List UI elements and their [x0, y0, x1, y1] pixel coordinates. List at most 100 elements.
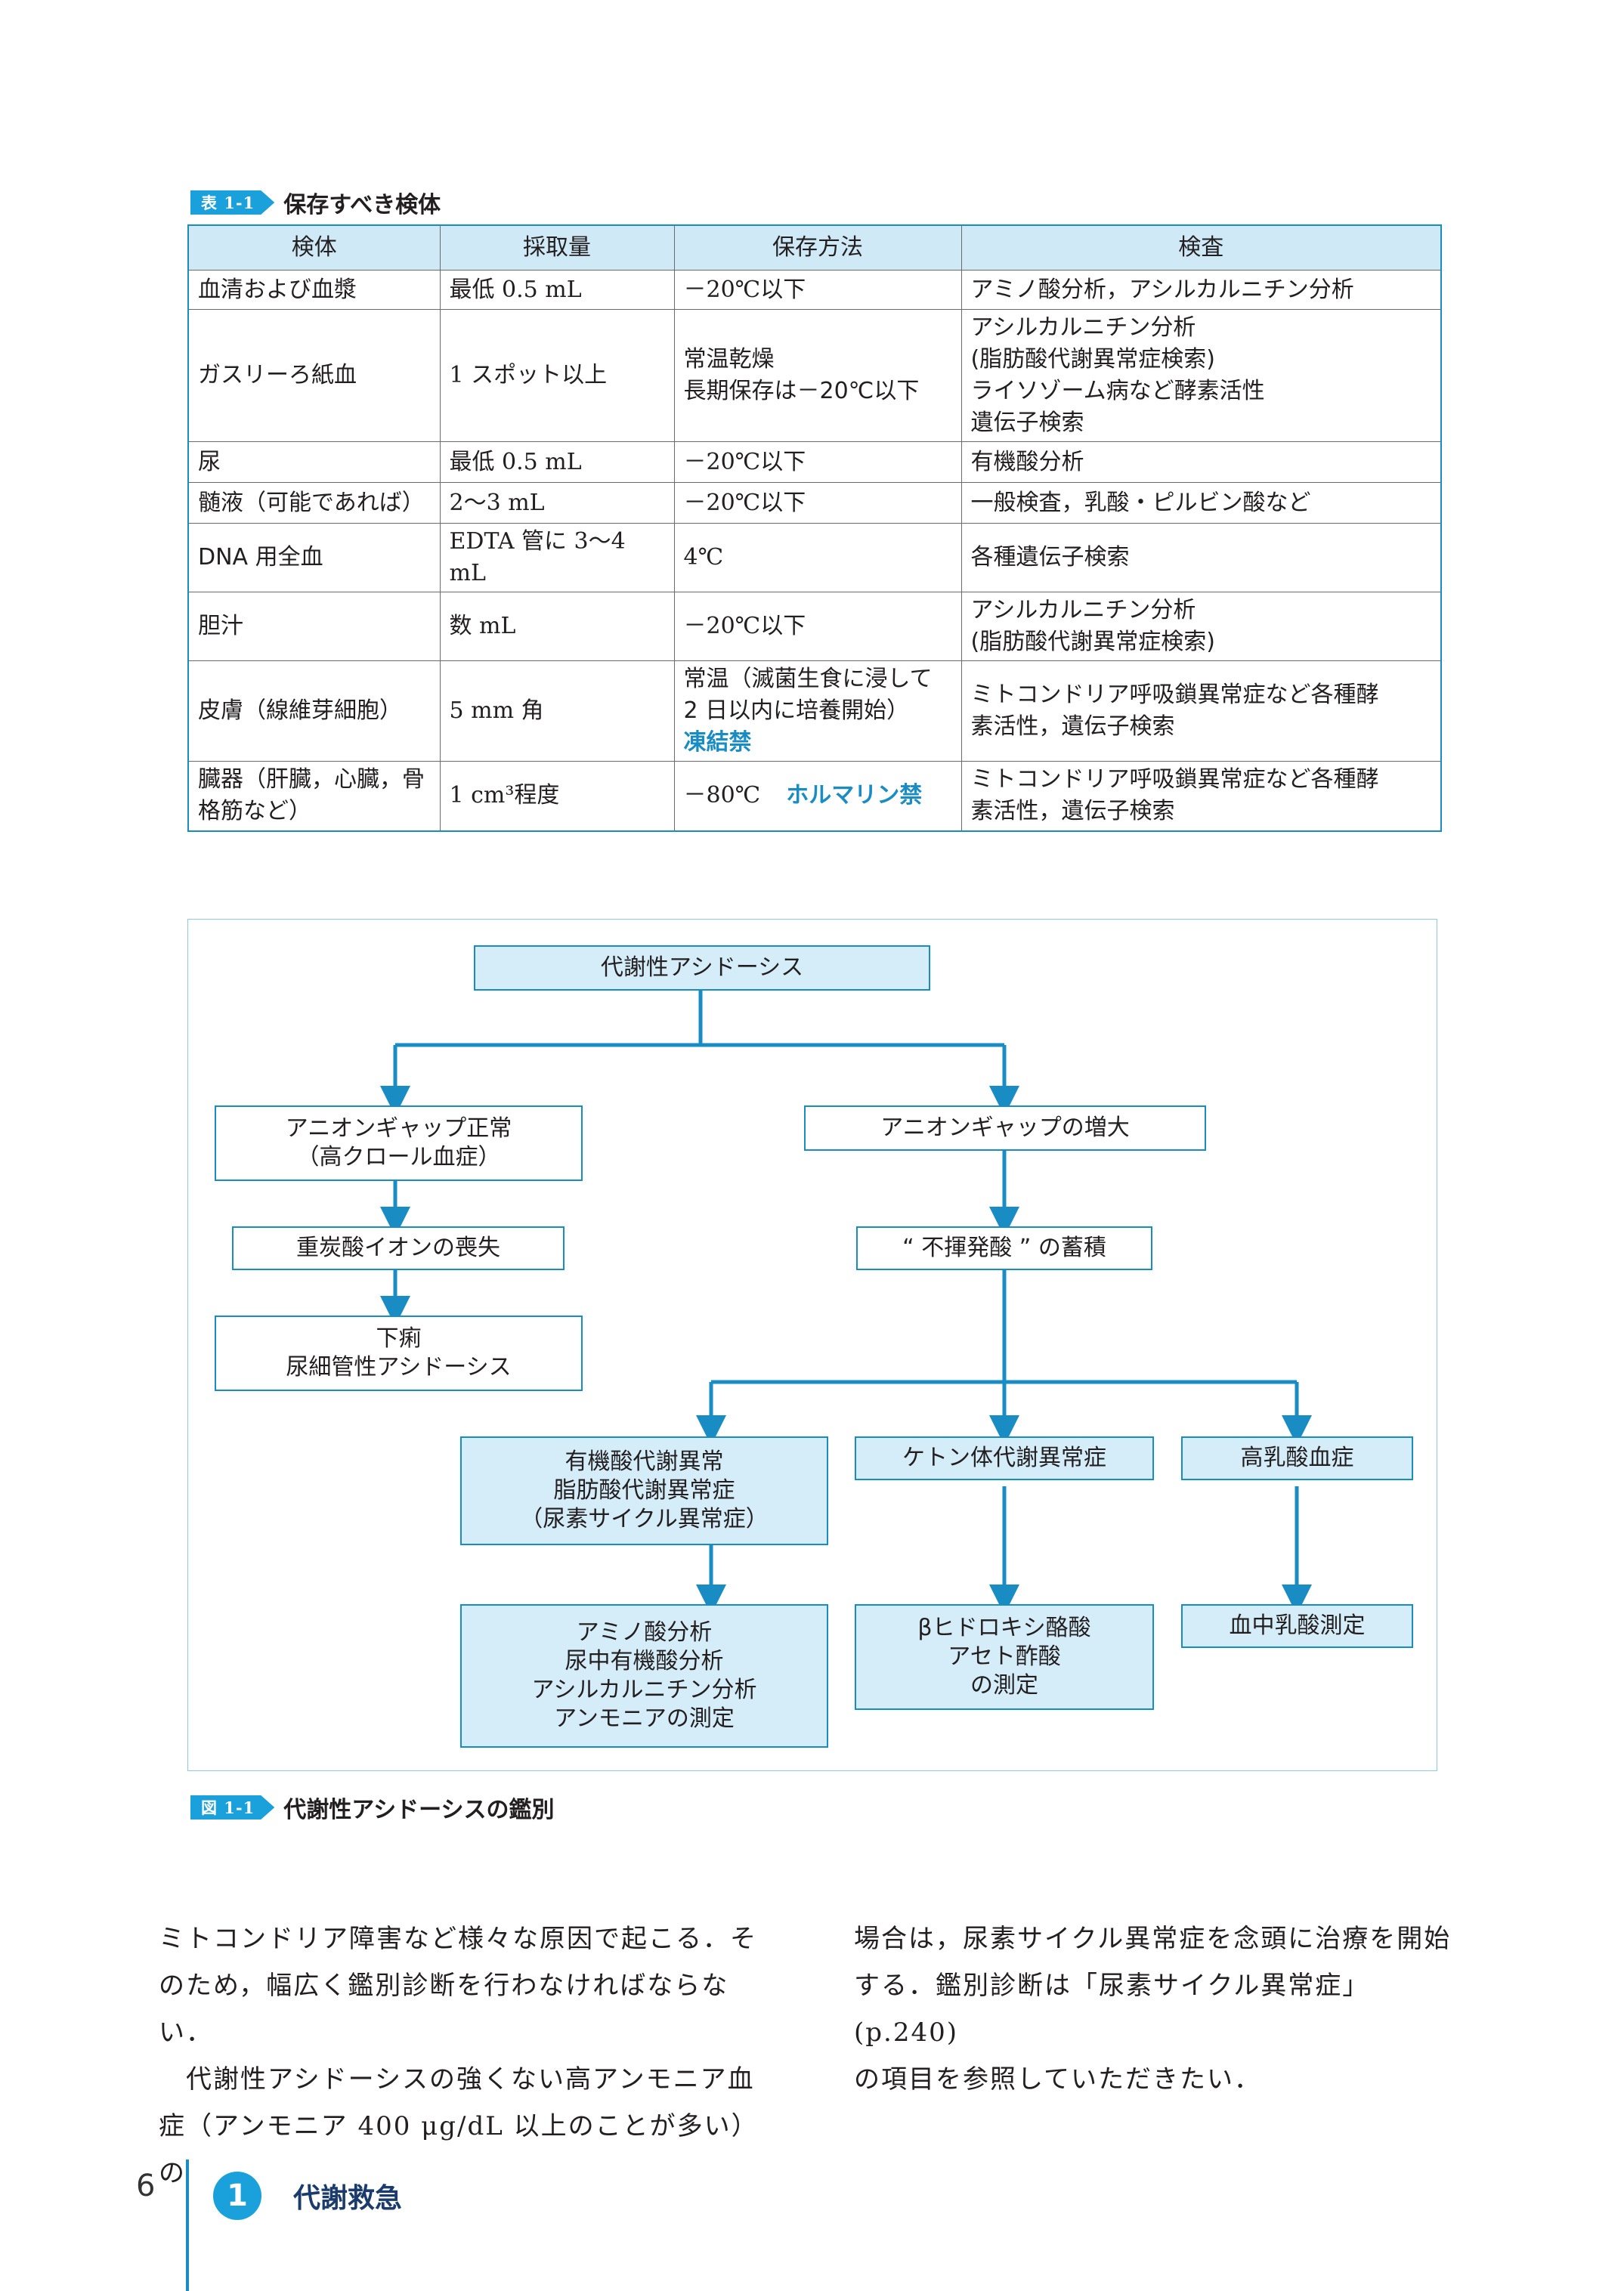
header-amount: 採取量 — [439, 224, 675, 271]
cell-line: 尿 — [198, 448, 221, 475]
cell-line: 遺伝子検索 — [970, 410, 1084, 436]
table-row: DNA 用全血 EDTA 管に 3〜4 mL 4℃ 各種遺伝子検索 — [187, 523, 1442, 592]
cell-line: －20℃以下 — [683, 448, 806, 475]
cell-test: 各種遺伝子検索 — [960, 523, 1442, 592]
node-line: の測定 — [970, 1672, 1038, 1699]
node-line: 高乳酸血症 — [1240, 1445, 1354, 1471]
figure-title: 代謝性アシドーシスの鑑別 — [283, 1797, 555, 1823]
node-ketone-body: ケトン体代謝異常症 — [855, 1436, 1154, 1480]
cell-line: ガスリーろ紙血 — [198, 362, 357, 388]
table-header-row: 検体 採取量 保存方法 検査 — [187, 224, 1442, 271]
node-line: 血中乳酸測定 — [1229, 1612, 1366, 1639]
cell-specimen: ガスリーろ紙血 — [187, 309, 441, 442]
node-lactate-test: 血中乳酸測定 — [1181, 1604, 1413, 1648]
node-diarrhea-rta: 下痢尿細管性アシドーシス — [215, 1316, 583, 1391]
node-line: 代謝性アシドーシス — [600, 954, 804, 981]
body-line: 代謝性アシドーシスの強くない高アンモニア血 — [159, 2064, 755, 2095]
footer-rule — [186, 2160, 189, 2291]
node-line: 下痢 — [376, 1325, 422, 1352]
cell-line: 有機酸分析 — [970, 448, 1084, 475]
cell-line: ミトコンドリア呼吸鎖異常症など各種酵 — [970, 766, 1379, 793]
storage-warning: ホルマリン禁 — [786, 782, 923, 809]
body-line: 症（アンモニア 400 μg/dL 以上のことが多い）の — [159, 2111, 759, 2188]
cell-specimen: DNA 用全血 — [187, 523, 441, 592]
body-line: ミトコンドリア障害など様々な原因で起こる．そ — [159, 1924, 757, 1954]
storage-warning: 凍結禁 — [683, 729, 752, 756]
table-row: 血清および血漿 最低 0.5 mL －20℃以下 アミノ酸分析，アシルカルニチン分析 — [187, 270, 1442, 310]
body-line: する．鑑別診断は「尿素サイクル異常症」(p.240) — [854, 1971, 1370, 2048]
cell-test: アシルカルニチン分析(脂肪酸代謝異常症検索)ライソゾーム病など酵素活性遺伝子検索 — [960, 309, 1442, 442]
cell-storage: －20℃以下 — [673, 270, 962, 310]
table-row: 尿最低 0.5 mL－20℃以下有機酸分析 — [187, 441, 1442, 483]
node-line: βヒドロキシ酪酸 — [917, 1615, 1091, 1641]
node-line: 脂肪酸代謝異常症 — [553, 1477, 735, 1504]
node-line: “ 不揮発酸 ” の蓄積 — [902, 1235, 1106, 1261]
header-storage: 保存方法 — [673, 224, 962, 271]
cell-test: 一般検査，乳酸・ピルビン酸など — [960, 482, 1442, 524]
table-row: 皮膚（線維芽細胞） 5 mm 角 常温（滅菌生食に浸して 2 日以内に培養開始） 凍結禁… — [187, 660, 1442, 762]
figure-caption: 図 1-1 代謝性アシドーシスの鑑別 — [190, 1791, 554, 1824]
body-right-column: 場合は，尿素サイクル異常症を念頭に治療を開始する．鑑別診断は「尿素サイクル異常症… — [854, 1915, 1474, 2103]
cell-line: 血清および血漿 — [198, 276, 357, 303]
cell-line: 最低 0.5 mL — [449, 276, 582, 303]
node-line: （高クロール血症） — [296, 1144, 501, 1170]
cell-amount: 1 スポット以上 — [439, 309, 675, 442]
cell-line: 一般検査，乳酸・ピルビン酸など — [970, 489, 1311, 516]
cell-storage: 常温乾燥長期保存は－20℃以下 — [673, 309, 962, 442]
node-nonvolatile-acid: “ 不揮発酸 ” の蓄積 — [856, 1226, 1152, 1270]
table-title: 保存すべき検体 — [283, 192, 441, 218]
node-line: アンモニアの測定 — [554, 1705, 735, 1732]
cell-line: －80℃ — [683, 782, 761, 809]
node-line: アセト酢酸 — [948, 1643, 1061, 1670]
cell-line: 素活性，遺伝子検索 — [970, 798, 1175, 825]
node-bicarbonate-loss: 重炭酸イオンの喪失 — [232, 1226, 565, 1270]
node-line: アミノ酸分析 — [576, 1619, 713, 1646]
node-line: 尿中有機酸分析 — [565, 1648, 724, 1674]
cell-line: 4℃ — [683, 544, 724, 570]
cell-line: －20℃以下 — [683, 489, 806, 516]
node-line: 重炭酸イオンの喪失 — [296, 1235, 500, 1261]
cell-storage: －80℃ ホルマリン禁 — [673, 761, 962, 831]
cell-line: (脂肪酸代謝異常症検索) — [970, 629, 1215, 655]
node-line: （尿素サイクル異常症） — [520, 1506, 769, 1532]
cell-line: アシルカルニチン分析 — [970, 597, 1196, 623]
cell-line: ミトコンドリア呼吸鎖異常症など各種酵 — [970, 682, 1379, 708]
node-anion-gap-normal: アニオンギャップ正常（高クロール血症） — [215, 1105, 583, 1181]
cell-line: DNA 用全血 — [198, 544, 323, 570]
node-line: ケトン体代謝異常症 — [902, 1445, 1106, 1471]
cell-test: アミノ酸分析，アシルカルニチン分析 — [960, 270, 1442, 310]
cell-line: 素活性，遺伝子検索 — [970, 713, 1175, 740]
cell-line: (脂肪酸代謝異常症検索) — [970, 346, 1215, 373]
cell-line: 長期保存は－20℃以下 — [683, 378, 920, 404]
cell-specimen: 皮膚（線維芽細胞） — [187, 660, 441, 762]
cell-specimen: 胆汁 — [187, 592, 441, 661]
node-organic-tests: アミノ酸分析尿中有機酸分析アシルカルニチン分析アンモニアの測定 — [460, 1604, 828, 1748]
table-label: 表 1-1 — [190, 190, 274, 215]
table-row: 髄液（可能であれば）2〜3 mL－20℃以下一般検査，乳酸・ピルビン酸など — [187, 482, 1442, 524]
cell-line: 5 mm 角 — [449, 697, 544, 724]
cell-line: 各種遺伝子検索 — [970, 544, 1130, 570]
cell-line: 常温（滅菌生食に浸して — [683, 666, 933, 692]
cell-test: 有機酸分析 — [960, 441, 1442, 483]
header-test: 検査 — [960, 224, 1442, 271]
cell-line: 2 日以内に培養開始） — [683, 697, 910, 724]
table-caption: 表 1-1 保存すべき検体 — [190, 186, 441, 219]
flowchart-panel: 代謝性アシドーシス アニオンギャップ正常（高クロール血症） アニオンギャップの増… — [187, 919, 1437, 1771]
cell-storage: －20℃以下 — [673, 592, 962, 661]
cell-amount: 数 mL — [439, 592, 675, 661]
table-row: 胆汁数 mL－20℃以下アシルカルニチン分析 (脂肪酸代謝異常症検索) — [187, 592, 1442, 661]
cell-line: －20℃以下 — [683, 276, 806, 303]
chapter-number-badge: 1 — [213, 2172, 261, 2220]
cell-amount: EDTA 管に 3〜4 mL — [439, 523, 675, 592]
cell-line: EDTA 管に 3〜4 mL — [449, 528, 626, 586]
cell-line: 2〜3 mL — [449, 489, 545, 516]
node-line: アニオンギャップ正常 — [285, 1115, 512, 1142]
cell-storage: －20℃以下 — [673, 482, 962, 524]
node-metabolic-acidosis: 代謝性アシドーシス — [474, 945, 930, 991]
cell-test: アシルカルニチン分析 (脂肪酸代謝異常症検索) — [960, 592, 1442, 661]
cell-test: ミトコンドリア呼吸鎖異常症など各種酵素活性，遺伝子検索 — [960, 761, 1442, 831]
cell-test: ミトコンドリア呼吸鎖異常症など各種酵素活性，遺伝子検索 — [960, 660, 1442, 762]
body-left-column: ミトコンドリア障害など様々な原因で起こる．そのため，幅広く鑑別診断を行わなければ… — [159, 1915, 778, 2197]
cell-storage: －20℃以下 — [673, 441, 962, 483]
